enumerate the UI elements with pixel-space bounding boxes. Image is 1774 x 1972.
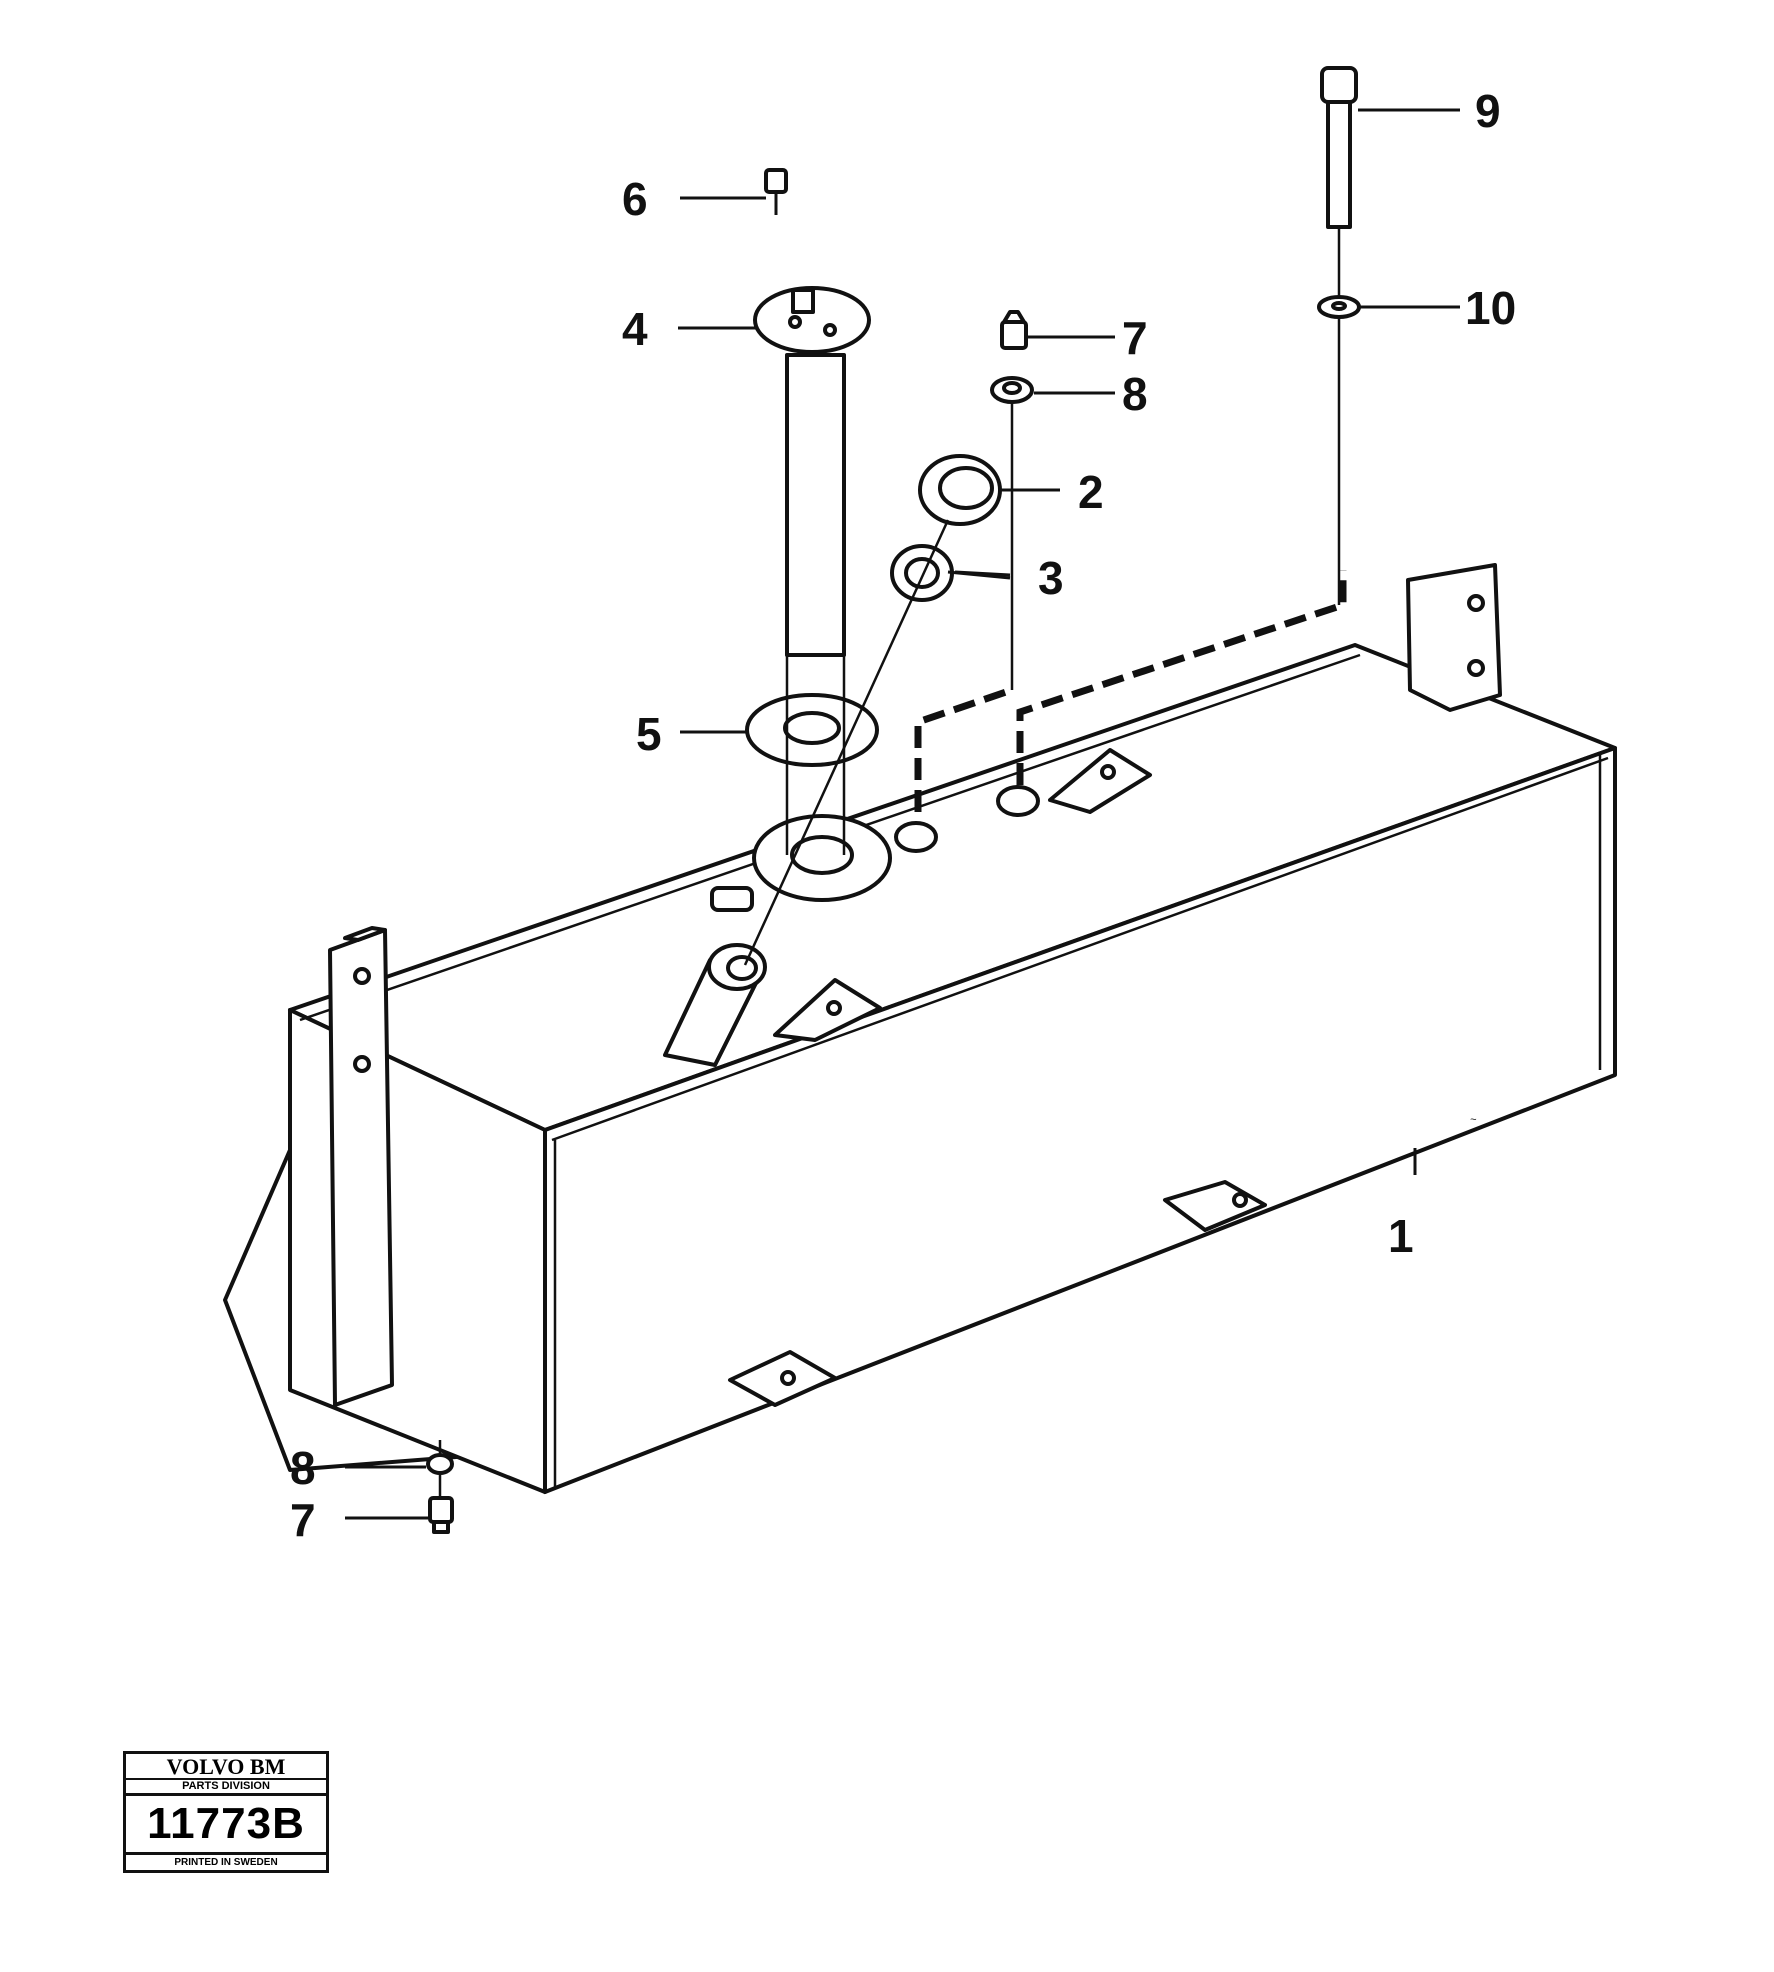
screw-6	[764, 168, 788, 215]
left-strap	[328, 928, 394, 1407]
right-strap	[1406, 563, 1502, 712]
sender-tube	[785, 353, 846, 657]
callout-1: 1	[1388, 1210, 1414, 1262]
level-sender	[753, 286, 871, 657]
stamp-number: 11773B	[126, 1796, 326, 1855]
filler-cap	[918, 454, 1002, 526]
boss-3	[996, 785, 1040, 817]
bolt-9	[1320, 66, 1358, 229]
callout-10: 10	[1465, 282, 1516, 334]
callout-8-top: 8	[1122, 368, 1148, 420]
callout-3: 3	[1038, 552, 1064, 604]
svg-text:~: ~	[1470, 1114, 1477, 1126]
sender-terminal	[791, 288, 815, 314]
dash-line-bolt	[1016, 570, 1347, 785]
callout-7-top: 7	[1122, 312, 1148, 364]
sealing-ring	[890, 544, 954, 602]
callout-4: 4	[622, 303, 648, 355]
callout-8-bottom: 8	[290, 1442, 316, 1494]
callout-5: 5	[636, 708, 662, 760]
boss-1	[710, 886, 754, 912]
stamp-printed: PRINTED IN SWEDEN	[174, 1857, 278, 1868]
callout-7-bottom: 7	[290, 1494, 316, 1546]
stamp-brand: VOLVO BM	[126, 1754, 326, 1780]
gasket	[745, 693, 879, 767]
drain-plug-top	[1000, 310, 1028, 350]
sender-flange-seat	[752, 814, 892, 902]
callout-2: 2	[1078, 466, 1104, 518]
boss-2	[894, 821, 938, 853]
parts-stamp: VOLVO BM PARTS DIVISION 11773B PRINTED I…	[123, 1751, 329, 1873]
top-lug-right	[1048, 748, 1152, 814]
washer-10	[1317, 227, 1361, 605]
fuel-tank: ~	[223, 563, 1617, 1494]
washer-top	[990, 376, 1034, 404]
drain-plug-bottom	[428, 1496, 454, 1534]
washer-bottom	[426, 1453, 454, 1475]
callout-9: 9	[1475, 85, 1501, 137]
callout-6: 6	[622, 173, 648, 225]
stamp-division: PARTS DIVISION	[126, 1780, 326, 1796]
